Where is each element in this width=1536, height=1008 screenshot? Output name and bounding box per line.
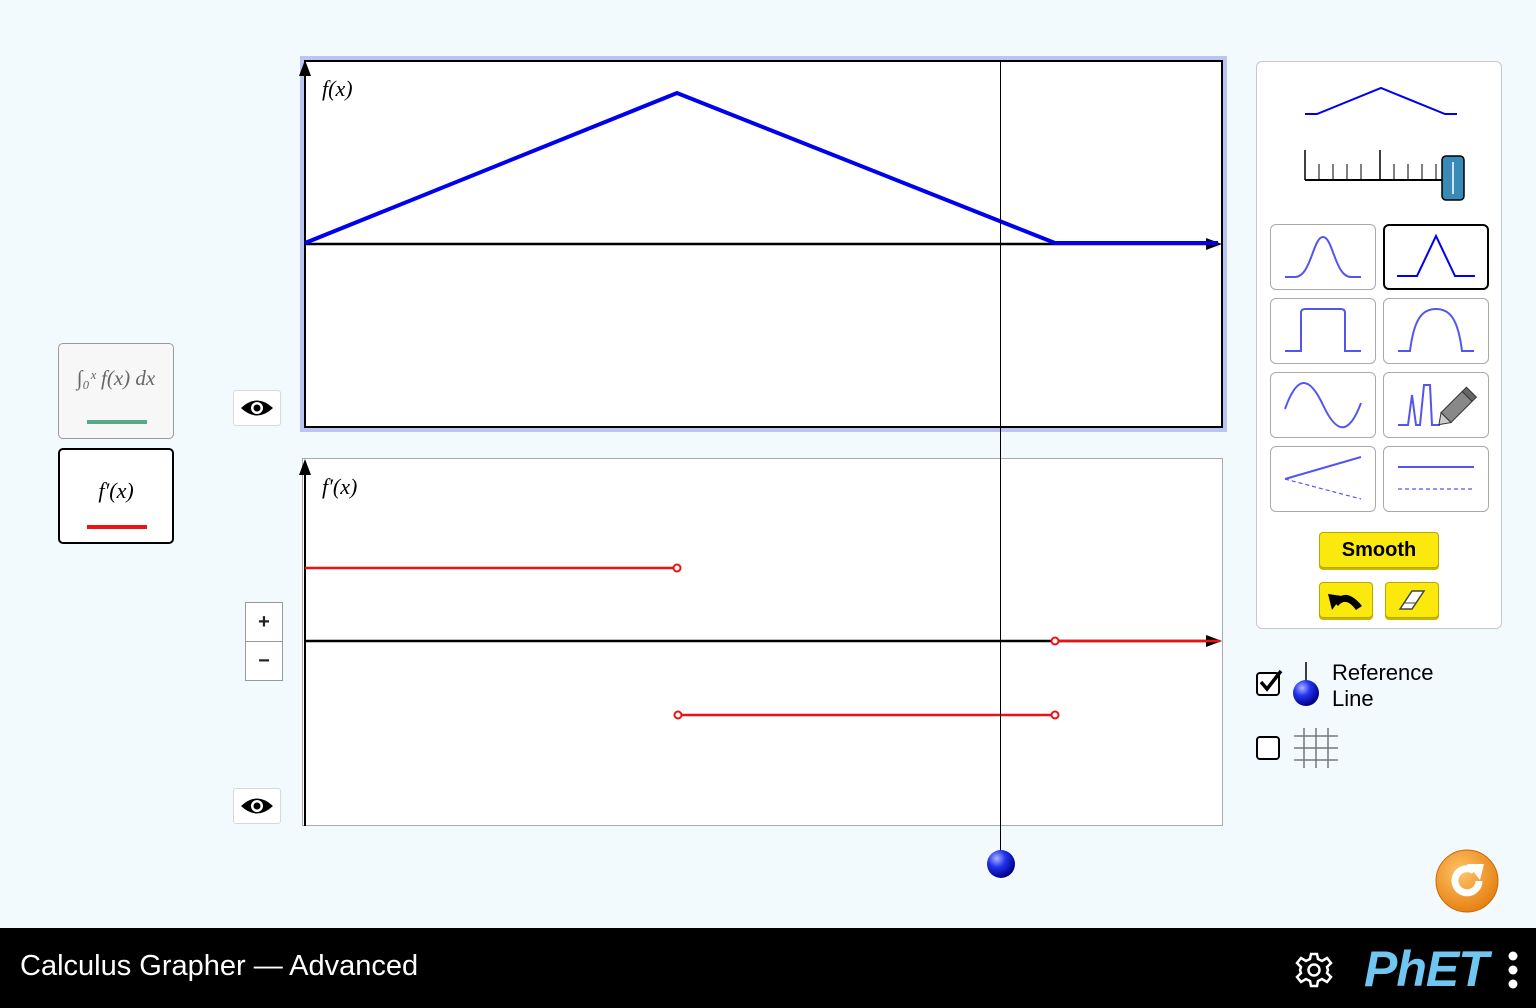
reference-line-handle[interactable] <box>985 848 1017 880</box>
shift-curve-button[interactable] <box>1383 446 1489 512</box>
open-endpoint <box>1050 636 1060 646</box>
integral-color-swatch <box>87 420 147 424</box>
triangle-icon <box>1397 233 1475 277</box>
undo-arrow-icon <box>1328 594 1362 610</box>
tilt-curve-button[interactable] <box>1270 446 1376 512</box>
open-endpoint <box>1050 710 1060 720</box>
bottom-graph-label: f′(x) <box>322 474 358 499</box>
rectangle-pulse-icon <box>1285 308 1361 352</box>
reference-line-icon <box>1293 662 1319 706</box>
phet-logo[interactable]: PhET <box>1364 941 1489 997</box>
tilt-icon <box>1284 456 1362 500</box>
parabola-icon <box>1398 307 1474 352</box>
eye-toggle-bottom-graph[interactable] <box>233 788 281 824</box>
derivative-color-swatch <box>87 525 147 529</box>
gear-icon[interactable] <box>1294 950 1334 990</box>
open-endpoint <box>673 710 683 720</box>
zoom-out-button[interactable]: − <box>245 641 283 681</box>
y-axis-arrow <box>299 60 311 76</box>
f-curve[interactable] <box>304 90 1218 245</box>
eye-toggle-top-graph[interactable] <box>233 390 281 426</box>
reference-line-checkbox[interactable] <box>1256 669 1283 696</box>
kebab-menu-icon[interactable] <box>1505 948 1521 992</box>
grid-checkbox[interactable] <box>1256 736 1280 760</box>
checkmark-icon <box>1259 669 1283 692</box>
zoom-in-button[interactable]: + <box>245 602 283 642</box>
curve-width-slider[interactable] <box>1301 142 1471 206</box>
original-function-plot <box>299 60 1222 428</box>
reset-all-button[interactable] <box>1434 848 1500 914</box>
sinusoid-curve-button[interactable] <box>1270 372 1376 438</box>
freeform-pencil-icon <box>1398 384 1478 426</box>
y-axis-arrow <box>299 459 311 475</box>
freeform-curve-button[interactable] <box>1383 372 1489 438</box>
reference-line <box>1000 60 1001 860</box>
reference-line-label: Reference Line <box>1332 660 1434 711</box>
erase-button[interactable] <box>1385 582 1439 618</box>
app-title: Calculus Grapher — Advanced <box>20 950 419 982</box>
rectangle-curve-button[interactable] <box>1270 298 1376 364</box>
shift-icon <box>1398 466 1474 490</box>
eye-icon <box>241 400 273 416</box>
undo-button[interactable] <box>1319 582 1373 618</box>
eye-icon <box>241 798 273 814</box>
gaussian-curve-button[interactable] <box>1270 224 1376 290</box>
sine-wave-icon <box>1284 382 1362 429</box>
open-endpoint <box>672 563 682 573</box>
gaussian-icon <box>1285 235 1361 278</box>
triangle-curve-button[interactable] <box>1383 224 1489 290</box>
grid-icon <box>1294 728 1338 768</box>
smooth-button[interactable]: Smooth <box>1319 532 1439 568</box>
derivative-toggle-button[interactable]: f′(x) <box>58 448 174 544</box>
integral-toggle-button[interactable]: ∫₀ˣ f(x) dx <box>58 343 174 439</box>
top-graph-label: f(x) <box>322 76 353 101</box>
parabola-curve-button[interactable] <box>1383 298 1489 364</box>
reset-arrow-icon <box>1451 864 1484 897</box>
navigation-bar: Calculus Grapher — Advanced PhET <box>0 928 1536 1008</box>
curve-width-preview <box>1305 86 1457 115</box>
eraser-icon <box>1398 590 1426 610</box>
derivative-label: f′(x) <box>98 478 134 503</box>
derivative-plot <box>299 459 1222 826</box>
integral-label: ∫₀ˣ f(x) dx <box>76 366 156 390</box>
curve-manipulation-panel: Smooth <box>1256 61 1502 629</box>
